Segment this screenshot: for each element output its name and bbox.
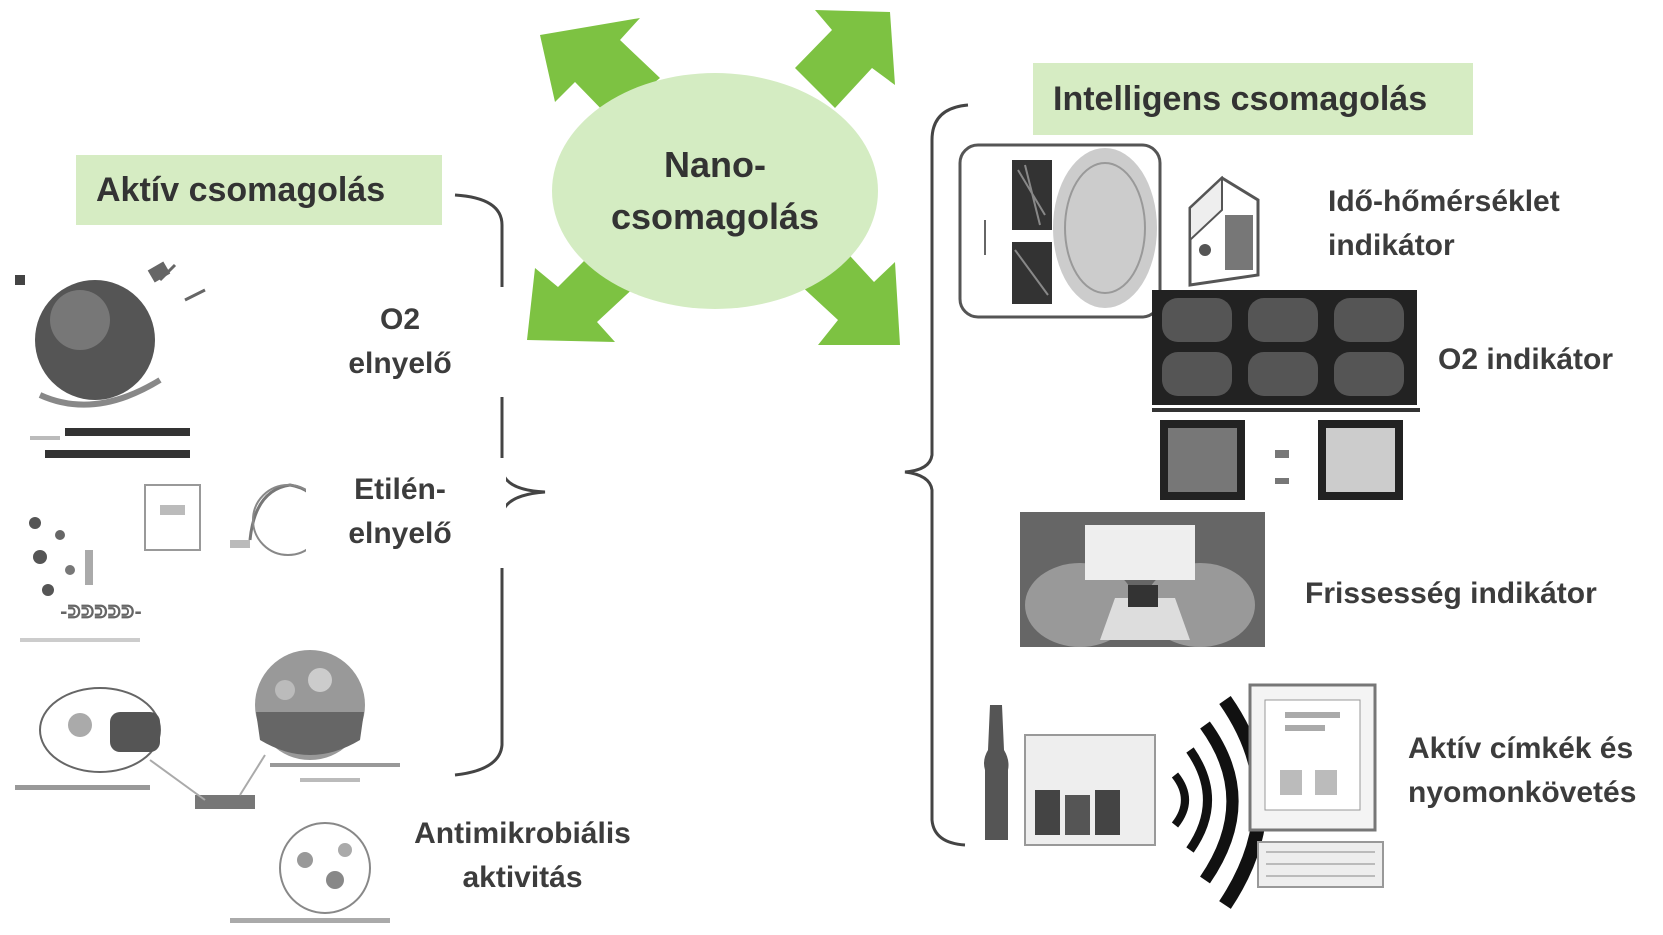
- o2-label-backdrop: [282, 287, 507, 397]
- active-packaging-title: Aktív csomagolás: [76, 155, 442, 225]
- hub-line1: Nano-: [664, 144, 766, 185]
- o2-absorber-line2: elnyelő: [348, 347, 452, 380]
- rfid-line1: Aktív címkék és: [1408, 732, 1634, 765]
- freshness-indicator-illustration: [1020, 512, 1265, 647]
- ethylene-absorber-caption: Etilén- elnyelő: [300, 468, 500, 556]
- rfid-caption: Aktív címkék és nyomonkövetés: [1408, 727, 1663, 815]
- rfid-tracking-illustration: [984, 683, 1384, 909]
- o2-indicator-illustration: [1152, 290, 1420, 500]
- ethylene-absorber-illustration: -ᕲᕲᕲᕲᕲ-: [20, 483, 324, 642]
- antimicrobial-caption: Antimikrobiális aktivitás: [390, 812, 655, 900]
- ethylene-label-backdrop: [306, 458, 506, 568]
- tti-line1: Idő-hőmérséklet: [1328, 185, 1560, 218]
- o2-absorber-caption: O2 elnyelő: [290, 298, 510, 386]
- rfid-line2: nyomonkövetés: [1408, 776, 1637, 809]
- o2-indicator-caption: O2 indikátor: [1438, 338, 1663, 382]
- active-title-text: Aktív csomagolás: [96, 170, 386, 209]
- o2-indicator-line1: O2 indikátor: [1438, 343, 1614, 376]
- antimicrobial-line1: Antimikrobiális: [414, 817, 631, 850]
- tti-illustration: [958, 143, 1260, 319]
- o2-absorber-illustration: [15, 261, 206, 458]
- ethylene-absorber-line2: elnyelő: [348, 517, 452, 550]
- nano-packaging-hub: Nano- csomagolás: [552, 73, 878, 309]
- ethylene-absorber-line1: Etilén-: [354, 473, 446, 506]
- left-bracket: [454, 193, 546, 777]
- svg-text:-ᕲᕲᕲᕲᕲ-: -ᕲᕲᕲᕲᕲ-: [60, 602, 142, 623]
- intelligent-packaging-title: Intelligens csomagolás: [1033, 63, 1473, 135]
- antimicrobial-line2: aktivitás: [462, 861, 583, 894]
- tti-line2: indikátor: [1328, 229, 1455, 262]
- tti-caption: Idő-hőmérséklet indikátor: [1328, 180, 1658, 268]
- antimicrobial-illustration: [15, 650, 400, 923]
- freshness-line1: Frissesség indikátor: [1305, 577, 1597, 610]
- hub-line2: csomagolás: [610, 196, 820, 237]
- o2-absorber-line1: O2: [379, 303, 421, 336]
- arrow-up-right-icon: [795, 10, 895, 108]
- freshness-indicator-caption: Frissesség indikátor: [1305, 572, 1635, 616]
- intelligent-title-text: Intelligens csomagolás: [1053, 79, 1428, 118]
- right-bracket: [904, 103, 969, 847]
